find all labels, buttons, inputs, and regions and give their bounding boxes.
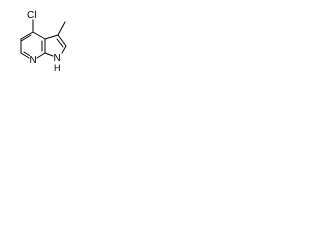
bond-c3a-c3 (44, 34, 59, 40)
bond-c3-c2 (57, 34, 67, 47)
bond-c6-n7-double (23, 51, 30, 56)
bond-c6-n7 (20, 52, 30, 59)
molecule-structure: Cl N N H (20, 10, 67, 73)
bond-c3-methyl (57, 21, 66, 36)
bond-c3a-c4 (32, 31, 46, 40)
bonds (20, 19, 67, 59)
chlorine-label: Cl (27, 10, 36, 21)
bond-n7-c7a (36, 52, 46, 59)
pyrrole-hydrogen-label: H (54, 63, 61, 73)
pyrrole-nitrogen-label: N (54, 53, 61, 64)
atom-labels: Cl N N H (27, 10, 61, 73)
bond-c4-c5-double (21, 34, 32, 41)
bond-c4-c5 (20, 31, 34, 40)
pyridine-nitrogen-label: N (30, 55, 37, 66)
bond-c2-n1 (61, 45, 67, 54)
bond-c3-c2-double (56, 38, 64, 48)
bond-n1-c7a (44, 52, 54, 57)
